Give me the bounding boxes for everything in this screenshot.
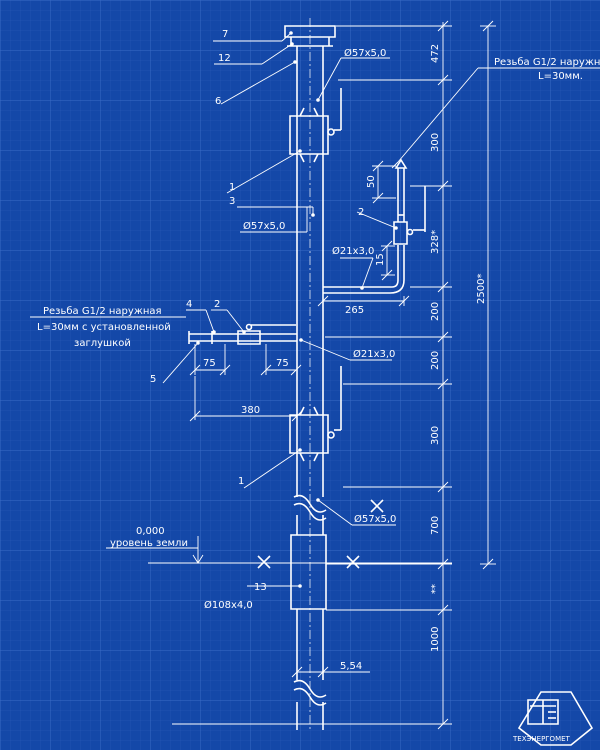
dimension-lines: [195, 22, 496, 724]
label-2-left: 2: [214, 299, 220, 310]
ground-level: [106, 500, 452, 568]
label-5: 5: [150, 374, 156, 385]
thread-left-line3: заглушкой: [74, 338, 131, 349]
company-logo: ТЕХЭНЕРГОМЕТ: [512, 692, 592, 745]
dim-472-label: 472: [430, 44, 441, 63]
pipe-21-lower-label: Ø21x3,0: [353, 348, 395, 360]
label-6: 6: [215, 96, 221, 107]
label-1-upper: 1: [229, 182, 235, 193]
dim-328-label: 328*: [430, 230, 441, 254]
pipe-label-leaders: [240, 58, 600, 525]
label-13: 13: [254, 582, 267, 593]
level-text: уровень земли: [110, 538, 188, 549]
label-1-lower: 1: [238, 476, 244, 487]
dim-200-lower-label: 200: [430, 351, 441, 370]
dim-700-label: 700: [430, 516, 441, 535]
label-12: 12: [218, 53, 231, 64]
pipe-57-low-label: Ø57x5,0: [354, 513, 396, 525]
label-2-right: 2: [358, 207, 364, 218]
dim-2500-label: 2500*: [476, 274, 487, 304]
logo-text: ТЕХЭНЕРГОМЕТ: [512, 735, 571, 743]
dim-300-upper-label: 300: [430, 133, 441, 152]
dim-380-label: 380: [241, 405, 260, 416]
thread-right-line2: L=30мм.: [538, 71, 583, 82]
thread-left-line1: Резьба G1/2 наружная: [43, 306, 162, 317]
pipe-21-upper-label: Ø21x3,0: [332, 245, 374, 257]
label-4: 4: [186, 299, 192, 310]
dim-265-label: 265: [345, 305, 364, 316]
dim-200-upper-label: 200: [430, 302, 441, 321]
right-branch-pipe: [323, 160, 425, 293]
pipe-57-top-label: Ø57x5,0: [344, 47, 386, 59]
dim-554-label: 5,54: [340, 661, 362, 672]
dim-75-right-label: 75: [276, 358, 289, 369]
dim-double-star-label: **: [430, 584, 441, 594]
thread-left-line2: L=30мм с установленной: [37, 322, 171, 333]
label-3: 3: [229, 196, 235, 207]
dim-50-label: 50: [366, 175, 377, 188]
dim-1000-label: 1000: [430, 627, 441, 652]
dim-300-lower-label: 300: [430, 426, 441, 445]
dimension-ticks: [190, 21, 493, 729]
drawing-labels: 7 12 6 1 3 2 4 2 5 1 13 Ø57x5,0 Ø57x5,0 …: [37, 29, 600, 672]
label-7: 7: [222, 29, 228, 40]
dim-75-left-label: 75: [203, 358, 216, 369]
level-value: 0,000: [136, 526, 165, 537]
main-pipe: [285, 18, 341, 730]
left-branch-pipe: [189, 325, 297, 345]
thread-right-line1: Резьба G1/2 наружная: [494, 57, 600, 68]
dim-15-label: 15: [375, 253, 386, 266]
pipe-57-mid-label: Ø57x5,0: [243, 220, 285, 232]
left-leaders: [163, 31, 315, 588]
pipe-108-label: Ø108x4,0: [204, 599, 253, 611]
